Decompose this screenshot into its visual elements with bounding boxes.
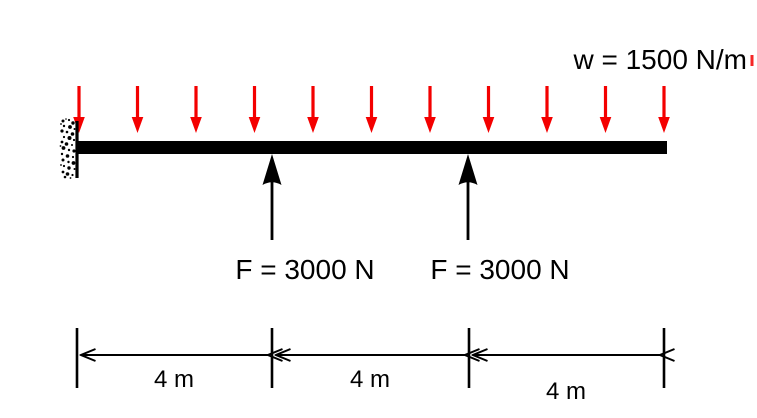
fixed-support <box>59 118 79 179</box>
support-hatch-texture <box>59 118 76 179</box>
clipped-arrow-fragment <box>750 55 754 66</box>
force-arrow-right <box>458 154 478 240</box>
load-arrow <box>365 86 378 133</box>
load-arrow <box>541 86 553 133</box>
dimension-lines <box>75 328 664 388</box>
load-arrow <box>307 86 319 133</box>
dimension-label-3: 4 m <box>546 378 586 405</box>
point-force-arrows <box>262 154 478 240</box>
force-arrow-left <box>262 154 282 240</box>
load-arrow <box>131 86 144 133</box>
load-arrow <box>658 86 670 133</box>
dimension-label-2: 4 m <box>350 366 390 393</box>
load-arrow <box>73 86 85 133</box>
beam <box>77 141 667 154</box>
load-arrow <box>190 86 202 133</box>
force-label-right: F = 3000 N <box>430 254 569 285</box>
load-arrow <box>599 86 612 133</box>
distributed-load-label: w = 1500 N/m <box>572 44 747 75</box>
distributed-load-arrows <box>73 86 670 133</box>
load-arrow <box>424 86 436 133</box>
force-label-left: F = 3000 N <box>235 254 374 285</box>
load-arrow <box>248 86 261 133</box>
load-arrow <box>482 86 495 133</box>
dimension-label-1: 4 m <box>154 366 194 393</box>
